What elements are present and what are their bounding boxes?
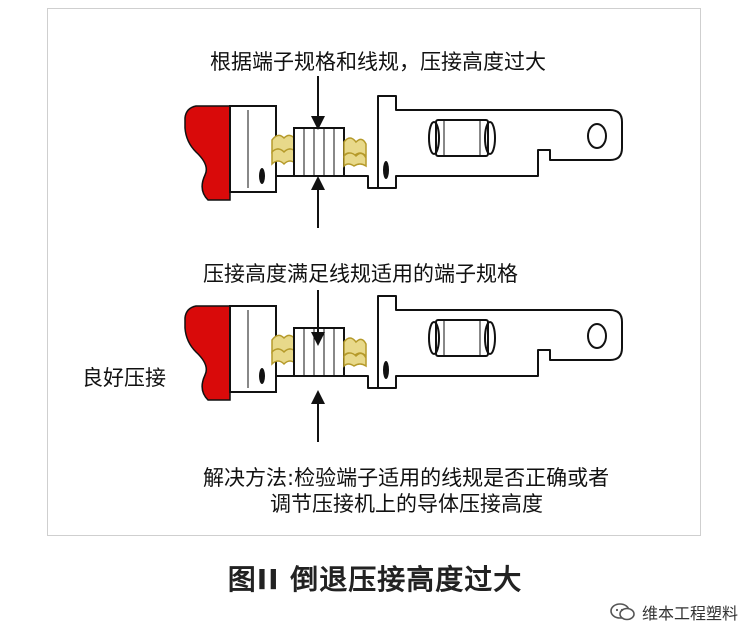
over-crimp-note: 根据端子规格和线规，压接高度过大 (210, 50, 546, 74)
arrow-up-bottom (311, 390, 325, 442)
arrow-down-top (311, 76, 325, 130)
good-crimp-label: 良好压接 (82, 366, 166, 390)
watermark-text: 维本工程塑料 (641, 604, 738, 623)
terminal-over-crimp (184, 95, 623, 201)
proper-crimp-note: 压接高度满足线规适用的端子规格 (203, 262, 518, 286)
solution-line-1: 解决方法:检验端子适用的线规是否正确或者 (203, 466, 610, 490)
figure-frame (47, 8, 701, 536)
solution-line-2: 调节压接机上的导体压接高度 (270, 492, 543, 516)
arrow-down-bottom (311, 290, 325, 346)
figure-caption: 图II 倒退压接高度过大 (227, 563, 523, 596)
terminal-good-crimp (184, 295, 623, 401)
wechat-icon (610, 603, 635, 621)
arrow-up-top (311, 176, 325, 228)
watermark: 维本工程塑料 (610, 600, 738, 624)
